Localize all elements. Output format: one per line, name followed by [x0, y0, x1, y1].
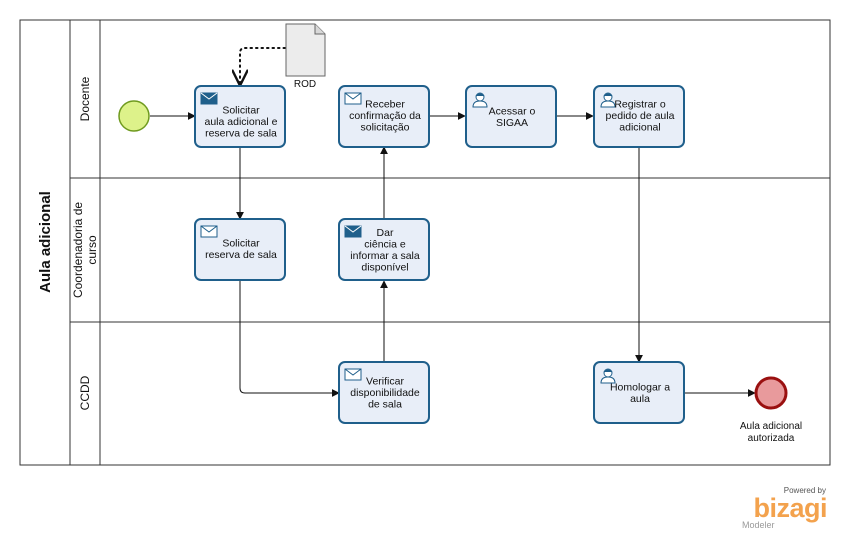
user-icon	[472, 92, 488, 108]
task-label-line: ciência e	[364, 238, 406, 250]
task-label-line: confirmação da	[349, 110, 421, 122]
task-label-line: de sala	[368, 399, 402, 411]
receive-message-icon	[344, 368, 362, 381]
end-event-label-line2: autorizada	[748, 433, 795, 444]
association-rod	[240, 47, 286, 84]
lane-label-docente: Docente	[78, 76, 92, 121]
task-box	[465, 85, 557, 148]
task-label-line: Solicitar	[222, 105, 260, 117]
send-message-icon	[200, 92, 218, 105]
task-box	[593, 361, 685, 424]
task-label-line: adicional	[619, 122, 660, 134]
end-event[interactable]	[754, 376, 788, 410]
task-label-line: Registrar o	[614, 99, 666, 111]
task-label-line: Acessar o	[489, 105, 536, 117]
start-event[interactable]	[118, 100, 150, 132]
sequence-flows	[150, 112, 756, 397]
task-label-line: disponível	[361, 261, 408, 273]
flow-t5-to-t7	[239, 280, 340, 397]
task-label-line: Solicitar	[222, 237, 260, 249]
pool-title: Aula adicional	[37, 191, 54, 293]
task-label-line: Receber	[365, 99, 405, 111]
task-label-line: Verificar	[366, 376, 404, 388]
task-label-line: reserva de sala	[205, 128, 277, 140]
brand-powered-by: Powered by	[784, 486, 826, 495]
lane-label-ccdd: CCDD	[78, 375, 92, 410]
task-box	[593, 85, 685, 148]
task-label-line: pedido de aula	[606, 110, 675, 122]
data-object-rod[interactable]: ROD	[285, 23, 326, 90]
task-label-line: Homologar a	[610, 381, 670, 393]
task-label-line: aula adicional e	[205, 116, 278, 128]
task-label-line: disponibilidade	[350, 387, 420, 399]
task-label-line: reserva de sala	[205, 249, 277, 261]
lane-label-coord-line2: curso	[85, 235, 99, 265]
task-label-line: SIGAA	[496, 117, 528, 129]
send-message-icon	[344, 225, 362, 238]
end-event-label-line1: Aula adicional	[740, 421, 802, 432]
task-label-line: aula	[630, 393, 650, 405]
data-object-label: ROD	[294, 79, 316, 90]
brand-logo: bizagi	[753, 493, 827, 523]
task-label-line: informar a sala	[350, 250, 420, 262]
user-icon	[600, 92, 616, 108]
user-icon	[600, 368, 616, 384]
receive-message-icon	[344, 92, 362, 105]
task-label-line: solicitação	[360, 122, 409, 134]
task-label-line: Dar	[377, 227, 394, 239]
brand-product: Modeler	[742, 520, 775, 530]
receive-message-icon	[200, 225, 218, 238]
lane-label-coord-line1: Coordenadoria de	[71, 202, 85, 298]
